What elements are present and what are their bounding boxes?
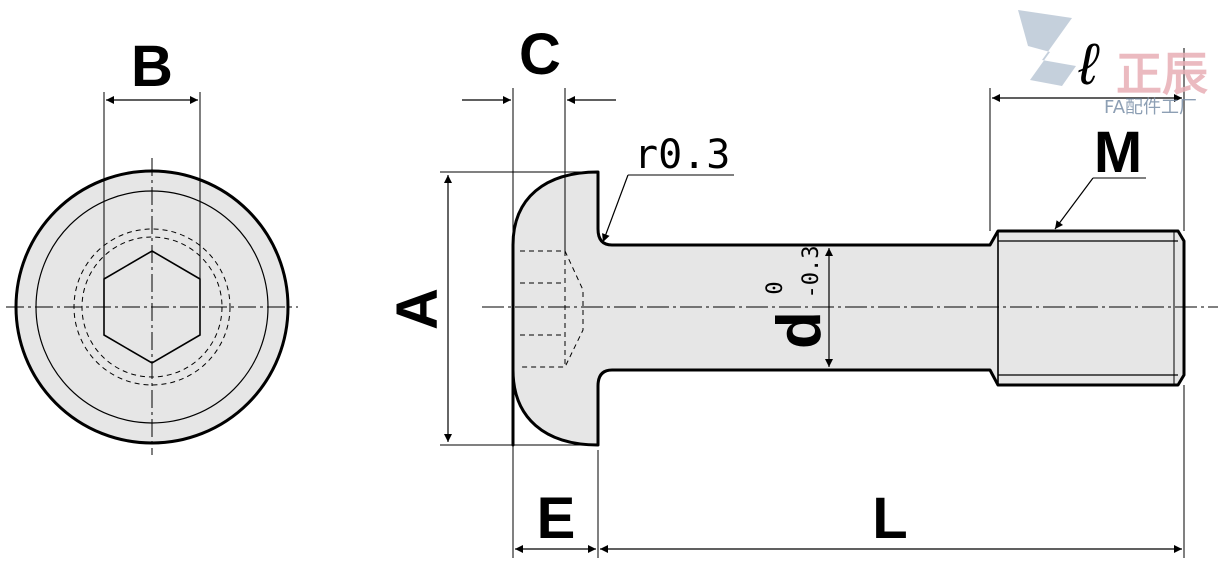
- socket-hidden-profile: [520, 250, 584, 368]
- dim-label-d: d: [765, 311, 834, 349]
- m-leader-arrow: [1054, 177, 1094, 230]
- dim-label-b: B: [131, 34, 173, 99]
- d-lower-tolerance: -0.3: [799, 246, 824, 299]
- bolt-body: [511, 170, 1186, 447]
- d-upper-tolerance: 0: [763, 281, 788, 294]
- radius-label: r0.3: [634, 132, 730, 178]
- dim-label-ell: ℓ: [1078, 32, 1100, 97]
- radius-leader-arrow: [602, 174, 629, 243]
- dim-label-a: A: [385, 288, 450, 330]
- dim-label-c: C: [519, 22, 561, 87]
- dim-label-l: L: [872, 486, 907, 551]
- watermark-sub: FA配件工厂: [1104, 97, 1197, 118]
- watermark-z-mark: [1018, 10, 1076, 86]
- watermark-brand: 正辰: [1116, 47, 1208, 101]
- watermark-logo: 正辰 FA配件工厂: [1018, 10, 1208, 118]
- end-view: B: [6, 34, 298, 455]
- dim-label-m: M: [1094, 120, 1142, 185]
- dim-label-e: E: [537, 486, 576, 551]
- side-view: A C r0.3 d 0 -0.3 E L ℓ M: [385, 22, 1218, 558]
